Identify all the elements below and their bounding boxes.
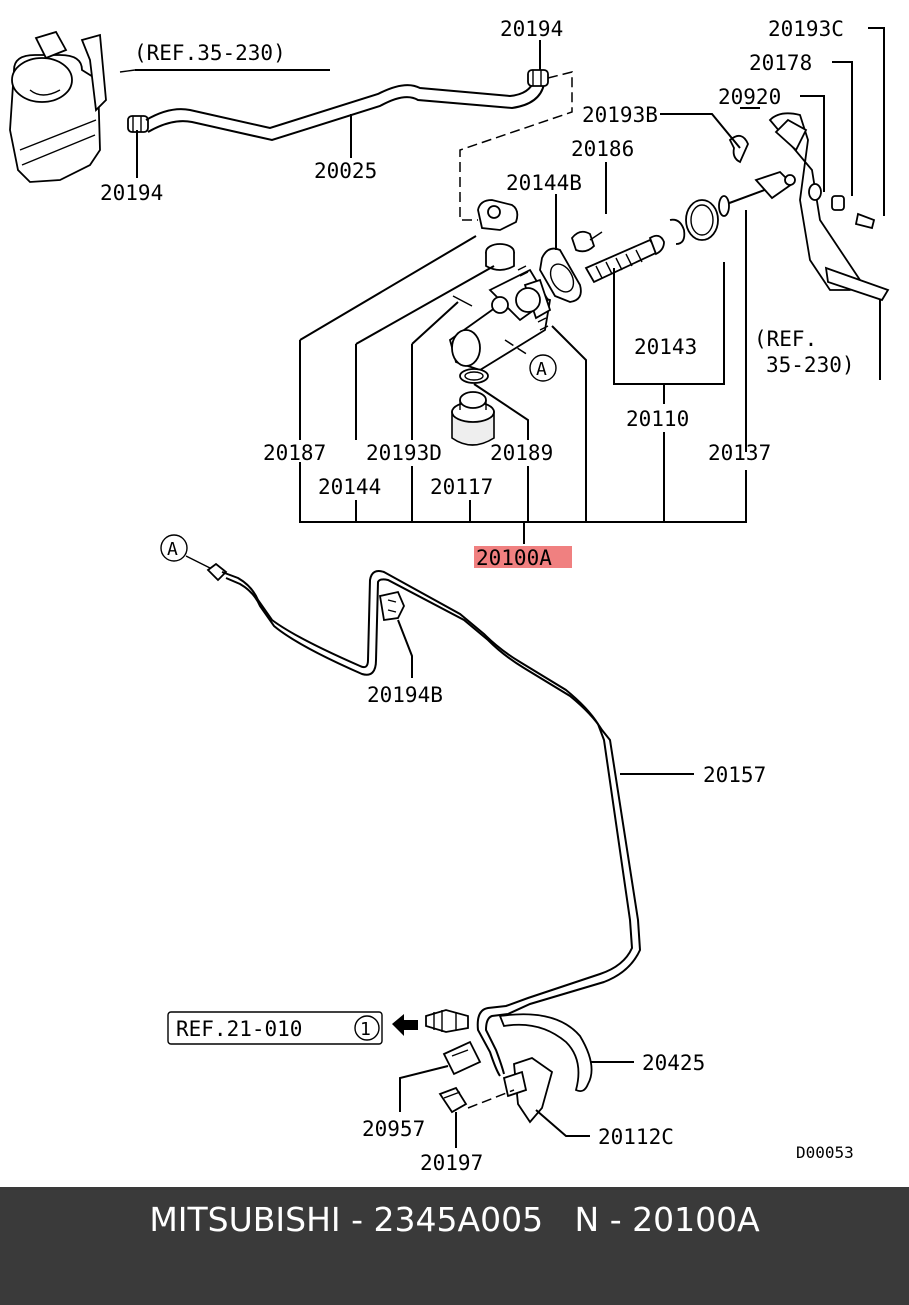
label-20189: 20189 <box>490 441 553 465</box>
reservoir-hose <box>145 79 545 142</box>
footer-bar: MITSUBISHI - 2345A005 N - 20100A <box>0 1187 909 1305</box>
pin <box>452 295 473 307</box>
reservoir-tank <box>9 30 107 183</box>
label-20425: 20425 <box>642 1051 705 1075</box>
bolt-20186 <box>570 230 603 253</box>
bolt-20197 <box>438 1086 468 1114</box>
label-20157: 20157 <box>703 763 766 787</box>
label-20025: 20025 <box>314 159 377 183</box>
label-20178: 20178 <box>749 51 812 75</box>
label-20194-left: 20194 <box>100 181 163 205</box>
clevis-pin-20920 <box>808 183 822 201</box>
label-ref-35-230-top: (REF.35-230) <box>134 41 286 65</box>
pipe-clip-20194B <box>378 590 405 622</box>
clip-20957 <box>442 1040 482 1076</box>
highlight-20100A <box>474 546 572 568</box>
clutch-pedal <box>768 112 890 302</box>
label-20194B: 20194B <box>367 683 443 707</box>
cap-20117 <box>451 391 495 446</box>
bracket-20112C <box>502 1057 554 1124</box>
pipe-fitting-upper <box>206 562 228 582</box>
footer-part-title: MITSUBISHI - 2345A005 N - 20100A <box>149 1200 760 1239</box>
grommet <box>485 243 515 271</box>
callout-a-upper: A <box>529 354 557 382</box>
label-20187: 20187 <box>263 441 326 465</box>
clip-20143 <box>669 218 686 245</box>
reservoir-hose-clamp-left <box>127 115 149 133</box>
push-rod-assembly <box>584 234 665 284</box>
diagram-svg: (REF.35-230) 20194 20193C 20178 20920 20… <box>9 17 890 1175</box>
label-20193D: 20193D <box>366 441 442 465</box>
label-20144: 20144 <box>318 475 381 499</box>
parts-diagram: (REF.35-230) 20194 20193C 20178 20920 20… <box>9 17 890 1175</box>
master-cylinder-body <box>448 265 552 371</box>
pipe-lower-fitting <box>425 1009 469 1033</box>
label-20193C: 20193C <box>768 17 844 41</box>
rod-20137 <box>718 170 796 217</box>
label-20143: 20143 <box>634 335 697 359</box>
label-20110: 20110 <box>626 407 689 431</box>
label-20193B: 20193B <box>582 103 658 127</box>
label-20100A: 20100A <box>476 546 552 570</box>
arrow-left <box>392 1014 418 1036</box>
label-20197: 20197 <box>420 1151 483 1175</box>
ref-21-010-box: REF.21-010 1 <box>167 1011 383 1045</box>
label-20186: 20186 <box>571 137 634 161</box>
label-20144B: 20144B <box>506 171 582 195</box>
o-ring-20189 <box>459 368 489 384</box>
hose-clamp-top <box>527 69 549 87</box>
label-ref-21-010: REF.21-010 <box>176 1017 302 1041</box>
hose-fitting <box>477 199 519 231</box>
label-ref-21-010-num: 1 <box>360 1019 371 1040</box>
label-20194-top: 20194 <box>500 17 563 41</box>
label-20920: 20920 <box>718 85 781 109</box>
boot-ring <box>685 199 719 241</box>
clutch-pipe-20157 <box>221 570 642 1077</box>
bracket-20425 <box>498 1013 593 1093</box>
callout-a-lower-text: A <box>167 539 178 560</box>
label-20112C: 20112C <box>598 1125 674 1149</box>
label-ref-35-230-right-2: 35-230) <box>766 353 855 377</box>
label-20137: 20137 <box>708 441 771 465</box>
label-20117: 20117 <box>430 475 493 499</box>
label-20957: 20957 <box>362 1117 425 1141</box>
label-diagram-code: D00053 <box>796 1143 854 1162</box>
callout-a-lower: A <box>160 534 188 562</box>
callout-a-upper-text: A <box>536 359 547 380</box>
bushing-20178 <box>831 195 845 211</box>
gasket <box>539 247 582 303</box>
bolt-20193C <box>854 212 876 230</box>
label-ref-35-230-right-1: (REF. <box>754 327 817 351</box>
